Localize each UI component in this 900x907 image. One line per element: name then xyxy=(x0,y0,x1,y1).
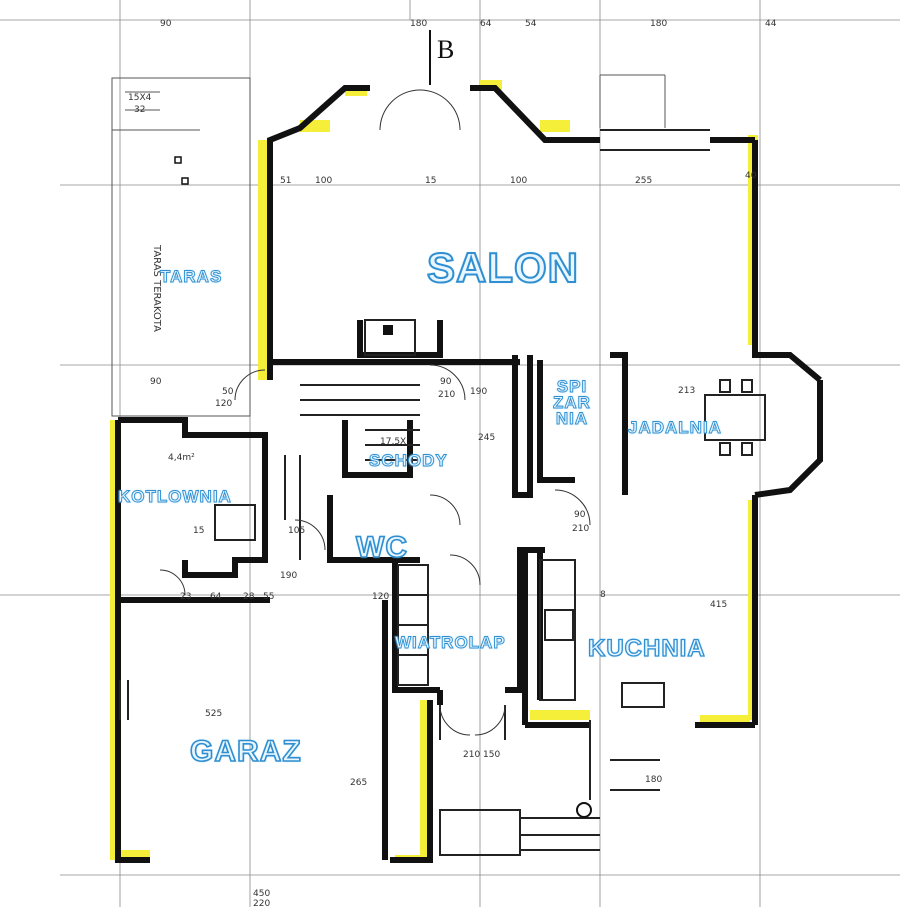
taras-terakota-label: TARAS TERAKOTA xyxy=(151,245,162,332)
room-taras: TARAS xyxy=(160,267,223,286)
dim-450: 450 xyxy=(253,889,270,899)
dim-150: 150 xyxy=(483,750,500,760)
room-kuchnia: KUCHNIA xyxy=(587,635,706,662)
room-spizarnia: SPI ZAR NIA xyxy=(553,377,591,429)
dim-40: 40 xyxy=(745,171,757,181)
room-spizarnia-line-3: NIA xyxy=(555,409,589,429)
room-salon: SALON xyxy=(426,244,579,291)
dim-213: 213 xyxy=(678,386,695,396)
dim-left-1: 90 xyxy=(150,377,162,387)
dim-row-1c: 100 xyxy=(510,176,527,186)
dim-row-1d: 255 xyxy=(635,176,652,186)
dim-15: 15 xyxy=(193,526,204,536)
section-mark: B xyxy=(437,35,454,64)
dim-120: 120 xyxy=(372,592,389,602)
dim-220: 220 xyxy=(253,899,270,907)
room-spizarnia-line-1: SPI xyxy=(556,377,588,396)
partitions xyxy=(119,129,766,856)
dim-top-4: 54 xyxy=(525,19,537,29)
dim-210b: 210 xyxy=(572,524,589,534)
dim-stair-1: 15X4 xyxy=(128,93,152,103)
dim-top-5: 180 xyxy=(650,19,667,29)
dim-525: 525 xyxy=(205,709,222,719)
dim-row-1e: 51 xyxy=(280,176,291,186)
room-wiatrolap: WIATROLAP xyxy=(395,633,506,652)
room-schody: SCHODY xyxy=(369,451,448,470)
dim-top-1: 90 xyxy=(160,19,172,29)
dim-23: 23 xyxy=(180,592,191,602)
dim-stair-3: 17,5X xyxy=(380,437,406,447)
dim-top-2: 180 xyxy=(410,19,427,29)
dim-stair-2: 32 xyxy=(134,105,145,115)
dim-door-2: 190 xyxy=(470,387,487,397)
dim-top-6: 44 xyxy=(765,19,777,29)
door-swings xyxy=(159,89,591,736)
dim-210: 210 xyxy=(463,750,480,760)
dim-top-3: 64 xyxy=(480,19,492,29)
room-kotlownia: KOTLOWNIA xyxy=(118,487,232,506)
dim-left-3: 120 xyxy=(215,399,232,409)
dim-left-2: 50 xyxy=(222,387,234,397)
dim-door-1: 90 xyxy=(440,377,452,387)
taras-outline xyxy=(111,74,666,417)
dim-105: 105 xyxy=(288,526,305,536)
dim-55: 55 xyxy=(263,592,274,602)
dim-265: 265 xyxy=(350,778,367,788)
dim-415: 415 xyxy=(710,600,727,610)
room-spizarnia-line-2: ZAR xyxy=(553,393,591,413)
room-garaz: GARAZ xyxy=(189,735,302,768)
dim-8: 8 xyxy=(600,590,606,600)
dim-245: 245 xyxy=(478,433,495,443)
dim-row-1b: 15 xyxy=(425,176,436,186)
markers xyxy=(174,30,592,818)
dim-64: 64 xyxy=(210,592,222,602)
dimension-labels: 90 180 64 54 180 44 100 15 100 255 51 90… xyxy=(128,19,777,907)
room-jadalnia: JADALNIA xyxy=(628,418,722,437)
room-wc: WC xyxy=(355,531,408,564)
dim-door-1b: 210 xyxy=(438,390,455,400)
walls xyxy=(115,85,823,863)
kotlownia-area: 4,4m² xyxy=(168,453,195,463)
dim-row-1a: 100 xyxy=(315,176,332,186)
dim-28: 28 xyxy=(243,592,255,602)
dim-180b: 180 xyxy=(645,775,662,785)
dim-90b: 90 xyxy=(574,510,586,520)
dim-190: 190 xyxy=(280,571,297,581)
